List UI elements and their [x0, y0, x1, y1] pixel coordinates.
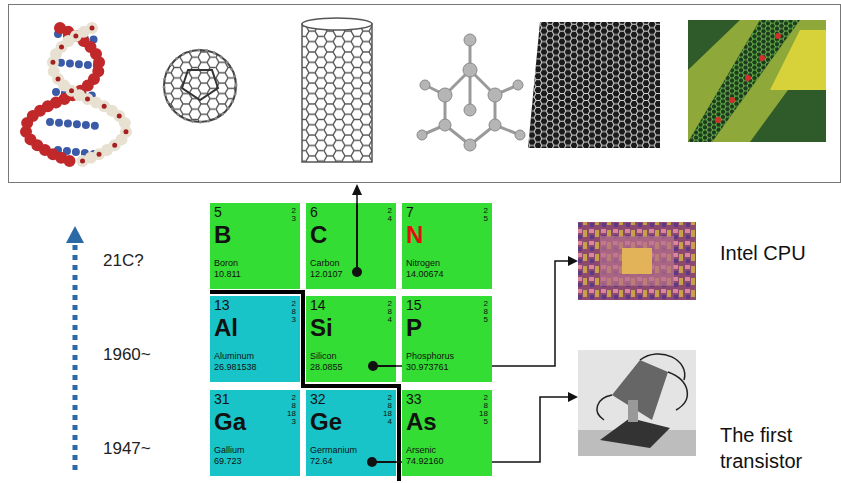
element-name: Gallium	[214, 446, 245, 456]
electron-shells: 2 8 3	[286, 300, 296, 324]
arrow-head	[352, 184, 362, 195]
element-name: Carbon	[310, 259, 340, 269]
element-cell: 13 2 8 3 AlAluminum26.981538	[210, 296, 300, 382]
electron-shells: 2 4	[382, 207, 392, 223]
cpu-die-photo	[578, 222, 696, 300]
era-label: 21C?	[103, 251, 144, 271]
atomic-number: 6	[310, 205, 318, 220]
atomic-number: 32	[310, 392, 326, 407]
photo-caption: The first transistor	[720, 422, 824, 474]
diamond-lattice	[417, 34, 525, 151]
element-cell: 15 2 8 5 P Phosphorus30.973761	[402, 296, 492, 382]
atomic-mass: 72.64	[310, 457, 333, 467]
illustration-band	[9, 5, 841, 183]
element-symbol: N	[406, 222, 423, 248]
element-cell: 6 2 4 C Carbon12.0107	[306, 203, 396, 289]
atomic-number: 13	[214, 298, 230, 313]
leader-line	[356, 194, 358, 203]
element-cell: 31 2 8 18 3 GaGallium69.723	[210, 390, 300, 476]
metal-boundary-line	[210, 292, 399, 481]
carbon-nanotube	[302, 18, 372, 162]
element-name: Silicon	[310, 352, 337, 362]
atomic-number: 33	[406, 392, 422, 407]
element-name: Nitrogen	[406, 259, 440, 269]
timeline-arrow	[73, 244, 78, 470]
atomic-mass: 12.0107	[310, 270, 343, 280]
leader-line	[373, 365, 396, 367]
timeline-arrow-head	[66, 226, 84, 243]
graphene-device	[688, 20, 826, 142]
element-symbol: B	[214, 222, 231, 248]
element-symbol: C	[310, 222, 327, 248]
electron-shells: 2 8 18 5	[478, 394, 488, 426]
atomic-mass: 28.0855	[310, 363, 343, 373]
element-cell: 7 2 5 N Nitrogen14.00674	[402, 203, 492, 289]
element-symbol: Ga	[214, 409, 246, 435]
atomic-number: 7	[406, 205, 414, 220]
atomic-number: 14	[310, 298, 326, 313]
element-cell: 32 2 8 18 4 GeGermanium72.64	[306, 390, 396, 476]
atomic-mass: 26.981538	[214, 363, 257, 373]
electron-shells: 2 8 18 4	[382, 394, 392, 426]
element-symbol: As	[406, 409, 437, 435]
era-label: 1947~	[103, 439, 151, 459]
element-symbol: Ge	[310, 409, 342, 435]
electron-shells: 2 3	[286, 207, 296, 223]
electron-shells: 2 8 18 3	[286, 394, 296, 426]
element-name: Aluminum	[214, 352, 254, 362]
atomic-mass: 14.00674	[406, 270, 444, 280]
atomic-number: 5	[214, 205, 222, 220]
dna-helix	[26, 28, 127, 162]
leader-line	[372, 461, 396, 463]
atomic-number: 31	[214, 392, 230, 407]
element-symbol: Si	[310, 315, 333, 341]
electron-shells: 2 8 5	[478, 300, 488, 324]
element-name: Boron	[214, 259, 238, 269]
graphene-sheet	[528, 22, 660, 148]
photo-node: The first transistor	[578, 350, 696, 456]
element-cell: 14 2 8 4 SiSilicon28.0855	[306, 296, 396, 382]
element-symbol: Al	[214, 315, 238, 341]
atomic-mass: 74.92160	[406, 457, 444, 467]
element-name: Germanium	[310, 446, 357, 456]
transistor-photo	[578, 350, 696, 456]
element-symbol: P	[406, 315, 422, 341]
atomic-mass: 69.723	[214, 457, 242, 467]
atomic-mass: 30.973761	[406, 363, 449, 373]
element-name: Arsenic	[406, 446, 436, 456]
element-name: Phosphorus	[406, 352, 454, 362]
element-cell: 33 2 8 18 5 AsArsenic74.92160	[402, 390, 492, 476]
photo-node: Intel CPU	[578, 222, 696, 300]
electron-shells: 2 5	[478, 207, 488, 223]
leader-line	[356, 203, 358, 272]
era-label: 1960~	[103, 345, 151, 365]
atomic-mass: 10.811	[214, 270, 241, 280]
element-cell: 5 2 3 B Boron10.811	[210, 203, 300, 289]
electron-shells: 2 8 4	[382, 300, 392, 324]
atomic-number: 15	[406, 298, 422, 313]
photo-caption: Intel CPU	[720, 240, 806, 266]
buckyball	[164, 50, 236, 122]
